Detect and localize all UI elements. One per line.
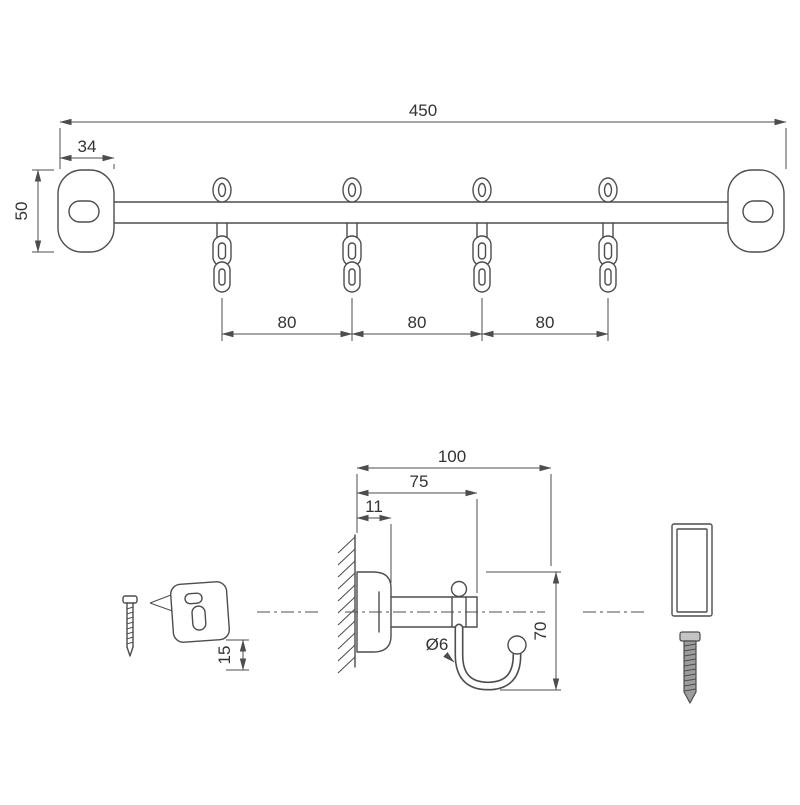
plate-slot-large: [191, 605, 207, 631]
dim-flange-depth: 11: [356, 497, 392, 583]
dim-overall-depth: 100: [356, 447, 552, 566]
dim-hook-height-label: 70: [531, 622, 550, 641]
hook-ball-tip: [507, 635, 527, 655]
side-view: 100 75 11: [122, 447, 713, 704]
dim-flange-depth-label: 11: [365, 497, 383, 516]
dim-arm-length-label: 75: [410, 472, 429, 491]
mounting-screw-left: [122, 595, 138, 657]
dim-overall-width: 450: [59, 101, 787, 169]
dim-spacing-label-3: 80: [536, 313, 555, 332]
dim-arm-length: 75: [356, 472, 478, 593]
hook-1: [212, 177, 232, 293]
cover-sleeve: [671, 523, 713, 617]
screw-head: [122, 595, 138, 604]
screw-shank: [683, 640, 697, 704]
rail-bar: [113, 201, 729, 224]
left-plate-slot: [68, 200, 100, 223]
hook-4: [598, 177, 618, 293]
fixing-screw-right: [679, 631, 701, 704]
wall-hatch: [337, 536, 356, 674]
front-view: 450 34 50: [12, 101, 787, 341]
hook-3: [472, 177, 492, 293]
mounting-back-plate: [170, 581, 230, 643]
screw-threads: [126, 606, 134, 645]
dim-hook-height: 70: [486, 571, 561, 691]
dim-wire-diameter: Ø6: [426, 635, 455, 663]
dim-hook-spacing: 80 80 80: [221, 298, 609, 341]
dim-end-plate-height-label: 50: [12, 202, 31, 221]
screw-head: [679, 631, 701, 642]
right-plate-slot: [742, 200, 774, 223]
left-end-plate: [57, 169, 115, 253]
dim-overall-width-label: 450: [409, 101, 437, 120]
dim-plate-detail-label: 15: [215, 646, 234, 665]
screw-threads: [683, 643, 697, 692]
plate-slot-small: [184, 592, 203, 605]
hook-side-view: [454, 623, 527, 691]
dim-overall-depth-label: 100: [438, 447, 466, 466]
dim-plate-detail: 15: [215, 639, 249, 671]
hook-peg-side: [450, 580, 468, 598]
dim-wire-diameter-label: Ø6: [426, 635, 449, 654]
dim-spacing-label-1: 80: [278, 313, 297, 332]
hook-2: [342, 177, 362, 293]
dim-spacing-label-2: 80: [408, 313, 427, 332]
dim-end-plate-height: 50: [12, 169, 54, 253]
dim-end-plate-width-label: 34: [78, 137, 97, 156]
right-end-plate: [727, 169, 785, 253]
dim-end-plate-width: 34: [59, 137, 115, 169]
